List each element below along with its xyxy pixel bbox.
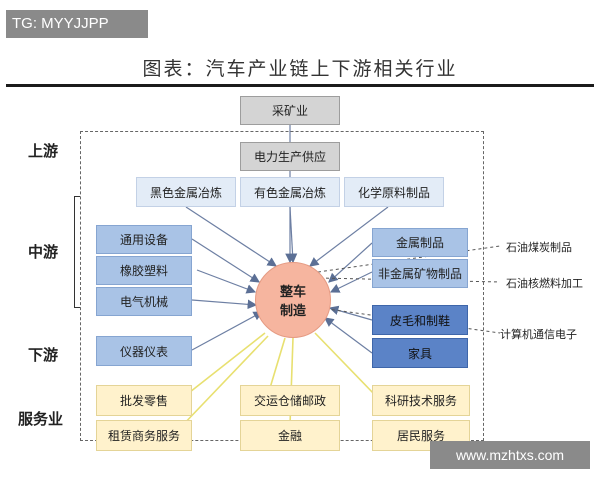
title-rule	[6, 84, 594, 87]
box-leasing-business: 租赁商务服务	[96, 420, 192, 451]
label-petroleum-coal: 石油煤炭制品	[506, 241, 572, 254]
stage-midstream: 中游	[28, 243, 59, 261]
arrow-electrical	[191, 299, 258, 310]
yellow-line-leasing	[179, 335, 269, 429]
box-metal-products: 金属制品	[372, 228, 468, 257]
box-ferrous-smelting: 黑色金属冶炼	[136, 177, 236, 207]
arrow-general-equip	[191, 238, 261, 283]
core-label-line1: 整车	[279, 285, 306, 300]
box-leather-footwear: 皮毛和制鞋	[372, 305, 468, 335]
stage-upstream: 上游	[28, 142, 59, 160]
box-furniture: 家具	[372, 338, 468, 368]
box-general-equipment: 通用设备	[96, 225, 192, 254]
box-electrical-machinery: 电气机械	[96, 287, 192, 316]
arrow-metal-products	[328, 242, 373, 283]
box-nonmetal-mineral: 非金属矿物制品	[372, 259, 468, 288]
arrow-ferrous	[185, 206, 278, 267]
yellow-line-retail	[189, 332, 266, 393]
box-wholesale-retail: 批发零售	[96, 385, 192, 416]
label-computer-communication: 计算机通信电子	[500, 328, 577, 341]
box-transport-storage: 交运仓储邮政	[240, 385, 340, 416]
watermark: www.mzhtxs.com	[430, 441, 590, 469]
core-vehicle-manufacturing: 整车 制造	[255, 262, 331, 338]
box-mining: 采矿业	[240, 96, 340, 125]
yellow-line-transport	[269, 337, 286, 389]
midstream-bracket	[74, 196, 80, 308]
label-nuclear-fuel: 石油核燃料加工	[506, 277, 583, 290]
box-chemical-products: 化学原料制品	[344, 177, 444, 207]
yellow-line-research	[314, 332, 376, 396]
stage-service: 服务业	[18, 410, 64, 428]
arrow-nonmetal	[329, 271, 373, 293]
box-instruments: 仪器仪表	[96, 336, 192, 366]
arrow-instruments	[191, 311, 264, 351]
box-finance: 金融	[240, 420, 340, 451]
box-rubber-plastic: 橡胶塑料	[96, 256, 192, 285]
arrow-chemical	[309, 206, 389, 267]
box-power-supply: 电力生产供应	[240, 142, 340, 171]
arrow-leather	[328, 305, 373, 321]
arrow-rubber	[196, 269, 257, 294]
arrow-nonferrous	[287, 206, 298, 264]
diagram-title: 图表：汽车产业链上下游相关行业	[142, 58, 458, 80]
box-research-services: 科研技术服务	[372, 385, 470, 416]
box-nonferrous-smelting: 有色金属冶炼	[240, 177, 340, 207]
arrow-furniture	[324, 317, 373, 354]
stage-downstream: 下游	[28, 346, 59, 364]
source-tag: TG: MYYJJPP	[6, 10, 148, 38]
core-label-line2: 制造	[279, 304, 306, 319]
